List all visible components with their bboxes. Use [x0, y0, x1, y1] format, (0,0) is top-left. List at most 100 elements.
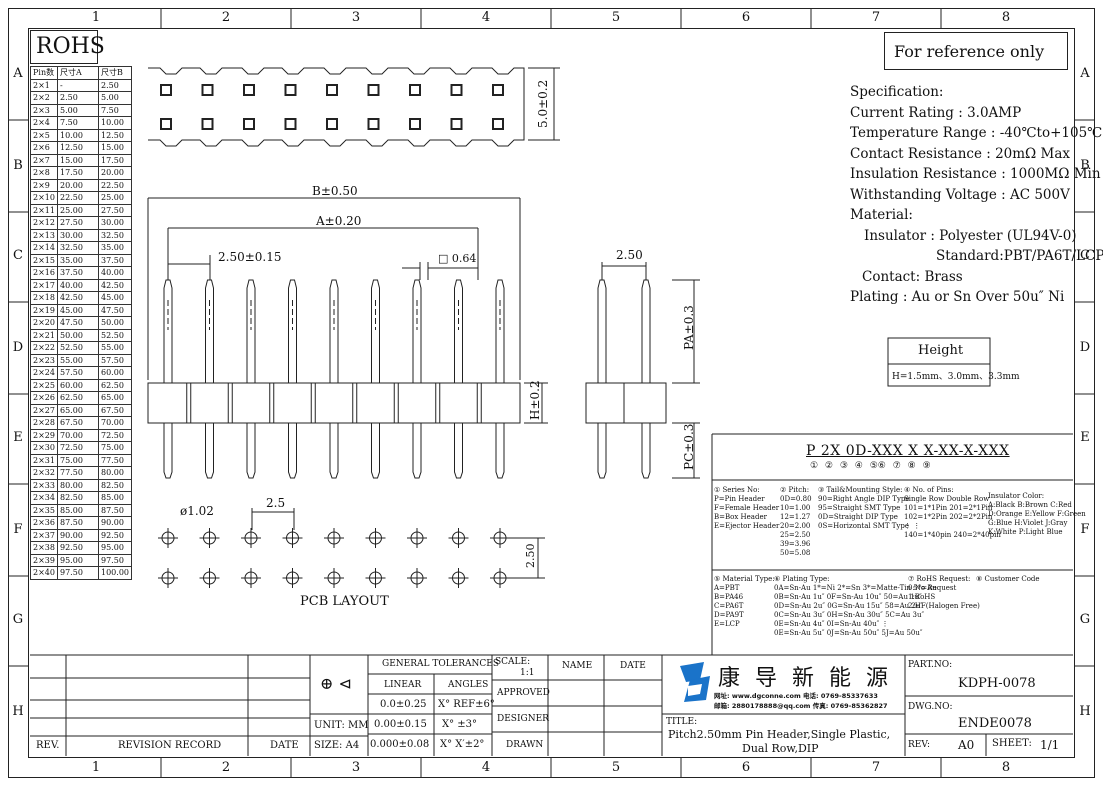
pin-square	[367, 118, 380, 130]
zone-row-D: D	[12, 340, 24, 355]
pin-square	[160, 84, 172, 96]
zone-row-A: A	[1080, 66, 1090, 81]
front-pin	[495, 279, 505, 383]
rev-field-value: A0	[958, 738, 975, 752]
front-pin	[329, 279, 339, 383]
designer-label: DESIGNER	[497, 714, 549, 724]
spec-line: Plating : Au or Sn Over 50u″ Ni	[850, 289, 1065, 305]
part-code: P 2X 0D-XXX X X-XX-X-XXX	[806, 443, 1010, 459]
front-pin-tail	[495, 423, 505, 479]
zone-row-G: G	[1079, 612, 1091, 627]
rohs-item: 1:RoHS	[908, 593, 936, 601]
spec-line: Insulator : Polyester (UL94V-0)	[864, 227, 1077, 244]
zone-col-7: 7	[871, 760, 881, 775]
title-label: TITLE:	[666, 717, 698, 727]
spec-line: Contact: Brass	[862, 268, 963, 285]
plating-list: ⑥ Plating Type:0A=Sn-Au 1*=Ni 2*=Sn 3*=M…	[774, 575, 937, 638]
zone-col-2: 2	[221, 760, 231, 775]
dim-hole: ø1.02	[180, 504, 214, 518]
dwg-no-value: ENDE0078	[958, 716, 1032, 731]
reference-box	[884, 32, 1068, 70]
company-web: 网址: www.dgconne.com 电话: 0769-85337633	[714, 692, 878, 700]
zone-row-F: F	[13, 522, 23, 537]
zone-row-H: H	[12, 704, 24, 719]
tail-item: 95=Straight SMT Type	[818, 504, 901, 512]
rohs-item: ⑦ RoHS Request:	[908, 575, 971, 583]
zone-row-A: A	[13, 66, 23, 81]
dim-pc: PC±0.3	[682, 423, 696, 470]
unit-label: UNIT: MM	[314, 720, 369, 731]
front-pin	[371, 279, 380, 383]
pin-square	[284, 84, 297, 96]
tail-item: 0S=Horizontal SMT Type	[818, 522, 909, 530]
pin-square	[492, 84, 504, 96]
series-item: ① Series No:	[714, 486, 760, 494]
linear-value-1: 0.0±0.25	[380, 699, 427, 710]
sheet-label: SHEET:	[992, 738, 1032, 749]
front-pin	[288, 279, 297, 383]
material-item: B=PA46	[714, 593, 744, 601]
front-pin-tail	[205, 423, 214, 479]
front-pin-tail	[454, 423, 463, 479]
color-item: Insulator Color:	[988, 492, 1045, 500]
dwg-no-label: DWG.NO:	[908, 702, 953, 712]
company-logo-icon	[680, 662, 710, 702]
tail-item: ③ Tail&Mounting Style:	[818, 486, 903, 494]
pitch-item: 50=5.08	[780, 549, 811, 557]
front-pin-tail	[371, 423, 380, 479]
plating-item: 0E=Sn-Au 5u″ 0J=Sn-Au 50u″ 5J=Au 50u″	[774, 629, 923, 637]
table-cell: 100.00	[98, 566, 132, 580]
zone-col-3: 3	[351, 760, 361, 775]
rohs-item: 0:No Request	[908, 584, 957, 592]
color-item: A:Black B:Brown C:Red	[988, 501, 1072, 509]
rohs-box	[30, 30, 98, 64]
front-pin-tail	[246, 423, 256, 479]
scale-label: SCALE:	[495, 657, 531, 667]
dim-h: H±0.2	[528, 380, 542, 420]
name-label: NAME	[562, 661, 593, 671]
height-box	[887, 337, 991, 387]
pin-square	[326, 118, 338, 130]
table-cell: 97.50	[98, 553, 132, 567]
pin-square	[409, 84, 421, 96]
dim-square: □ 0.64	[438, 252, 477, 265]
spec-line: Material:	[850, 207, 913, 223]
sheet-value: 1/1	[1040, 738, 1060, 752]
pin-square	[367, 84, 380, 96]
tail-item: 90=Right Angle DIP Type	[818, 495, 910, 503]
pin-square	[160, 118, 172, 130]
pin-square	[492, 118, 504, 130]
pitch-item: ② Pitch:	[780, 486, 810, 494]
material-item: C=PA6T	[714, 602, 744, 610]
zone-col-2: 2	[221, 10, 231, 25]
table-cell: 97.50	[57, 566, 99, 580]
revision-record-label: REVISION RECORD	[118, 740, 222, 751]
rev-label: REV.	[36, 740, 60, 751]
customer-code: ⑧ Customer Code	[976, 575, 1040, 583]
spec-line: Current Rating : 3.0AMP	[850, 104, 1022, 121]
zone-row-G: G	[12, 612, 24, 627]
company-mail: 邮箱: 2880178888@qq.com 传真: 0769-85362827	[714, 702, 888, 710]
pin-square	[201, 118, 214, 130]
height-title: Height	[918, 343, 964, 358]
spec-line: Insulation Resistance : 1000MΩ Min	[850, 166, 1101, 182]
linear-value-2: 0.00±0.15	[374, 719, 427, 730]
side-pin-tail	[641, 423, 651, 479]
scale-value: 1:1	[520, 668, 535, 678]
size-label: SIZE: A4	[314, 740, 360, 751]
front-pin	[246, 279, 256, 383]
